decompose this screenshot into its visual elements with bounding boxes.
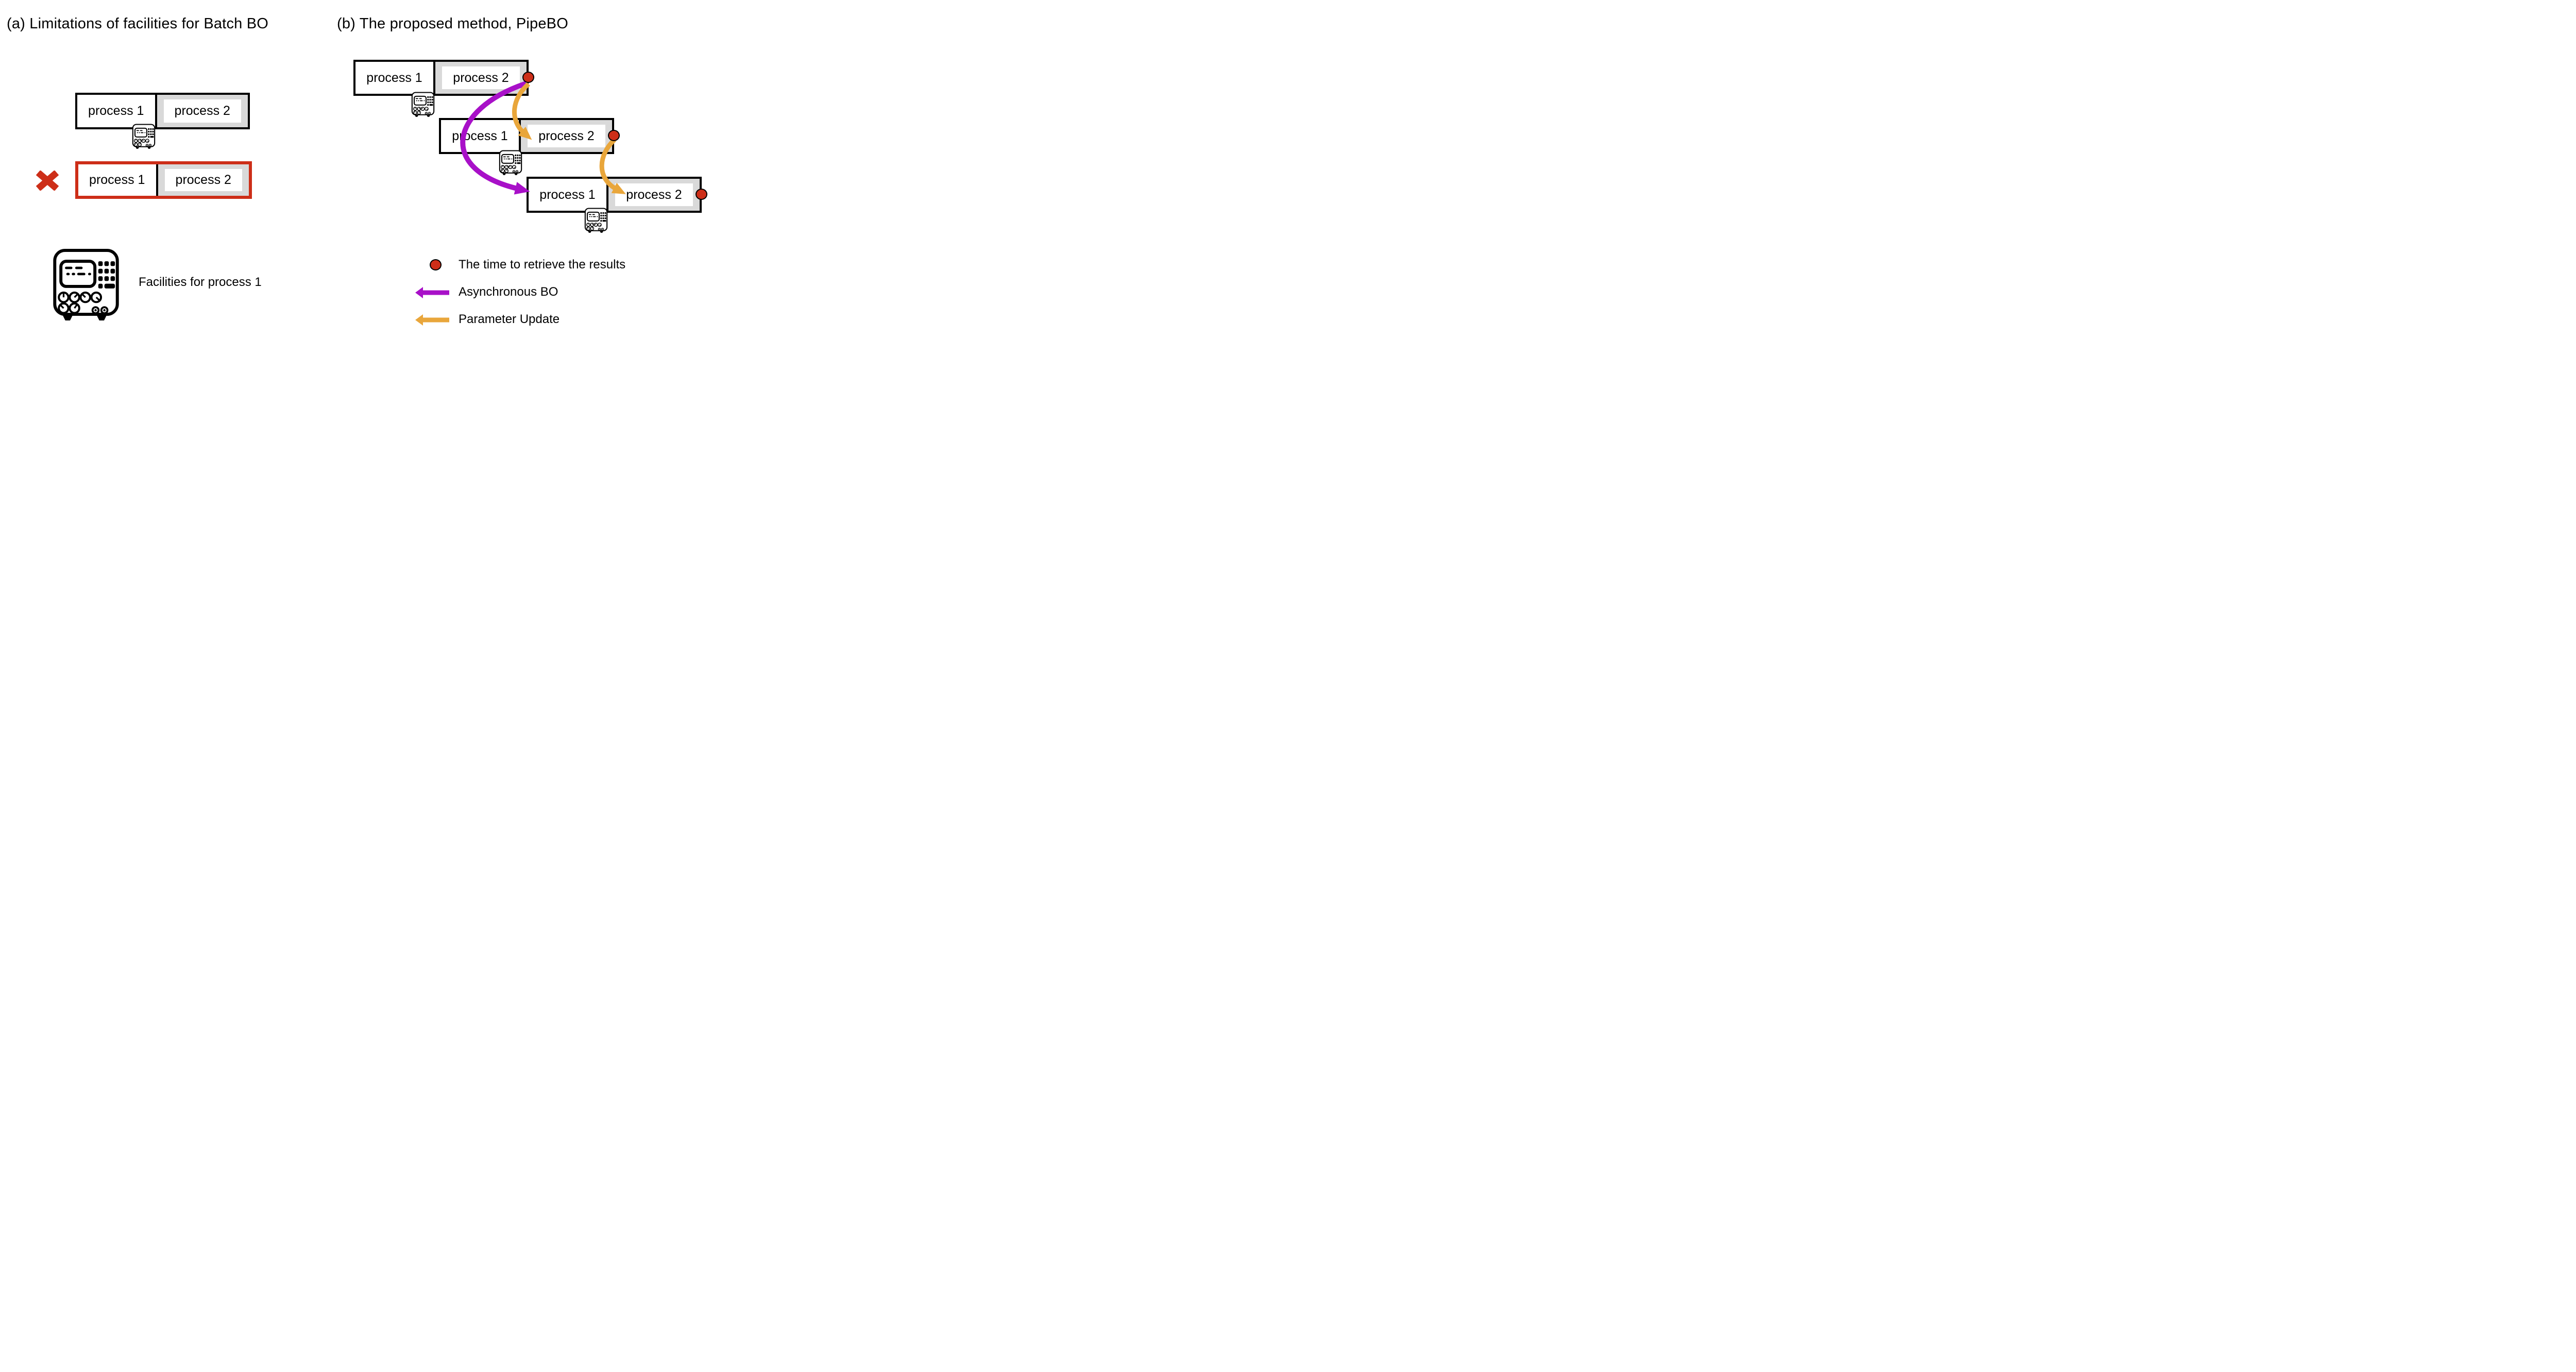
facility-instrument-icon	[52, 248, 120, 320]
process-2-inner-box: process 2	[615, 183, 693, 206]
process-2-cell: process 2	[156, 164, 249, 196]
legend-asynchronous-bo-arrow-icon	[415, 287, 449, 298]
result-time-dot-2	[608, 130, 620, 141]
instrument-icon	[499, 150, 522, 175]
figure-canvas: (a) Limitations of facilities for Batch …	[0, 0, 724, 343]
process-1-cell: process 1	[355, 62, 433, 94]
process-2-cell: process 2	[433, 62, 527, 94]
batch-allowed-row: process 1 process 2	[75, 93, 250, 129]
facility-caption: Facilities for process 1	[139, 275, 262, 289]
process-1-label: process 1	[452, 128, 508, 143]
process-1-cell: process 1	[441, 120, 519, 152]
legend-result-label: The time to retrieve the results	[459, 258, 626, 272]
legend-parameter-update-label: Parameter Update	[459, 312, 560, 326]
result-time-dot-1	[522, 72, 534, 83]
process-2-inner-box: process 2	[442, 66, 520, 89]
process-1-label: process 1	[88, 104, 144, 118]
pipeline-row-2: process 1 process 2	[439, 118, 614, 154]
process-1-cell: process 1	[78, 164, 156, 196]
pipeline-row-3: process 1 process 2	[527, 177, 702, 213]
process-1-label: process 1	[89, 173, 145, 187]
process-1-label: process 1	[539, 187, 596, 202]
instrument-icon	[132, 124, 156, 149]
process-2-cell: process 2	[606, 179, 700, 211]
legend-asynchronous-bo-label: Asynchronous BO	[459, 285, 558, 299]
not-allowed-cross-icon	[36, 171, 59, 191]
legend-result-dot-icon	[430, 259, 442, 270]
instrument-icon	[584, 208, 608, 233]
result-time-dot-3	[696, 189, 707, 200]
process-2-inner-box: process 2	[528, 125, 605, 147]
process-2-label: process 2	[175, 173, 231, 187]
process-2-cell: process 2	[155, 95, 248, 127]
process-2-label: process 2	[626, 187, 682, 202]
pipeline-row-1: process 1 process 2	[353, 60, 529, 96]
process-2-label: process 2	[174, 104, 230, 118]
instrument-icon	[411, 92, 435, 117]
process-2-label: process 2	[453, 70, 509, 85]
batch-invalid-row: process 1 process 2	[75, 161, 252, 199]
process-2-inner-box: process 2	[163, 99, 241, 123]
process-2-inner-box: process 2	[164, 169, 242, 191]
process-2-label: process 2	[538, 128, 595, 143]
process-2-cell: process 2	[519, 120, 612, 152]
legend-parameter-update-arrow-icon	[415, 314, 449, 326]
process-1-cell: process 1	[529, 179, 606, 211]
panel-a-title: (a) Limitations of facilities for Batch …	[7, 15, 269, 32]
process-1-label: process 1	[366, 70, 422, 85]
panel-b-title: (b) The proposed method, PipeBO	[337, 15, 568, 32]
process-1-cell: process 1	[77, 95, 155, 127]
